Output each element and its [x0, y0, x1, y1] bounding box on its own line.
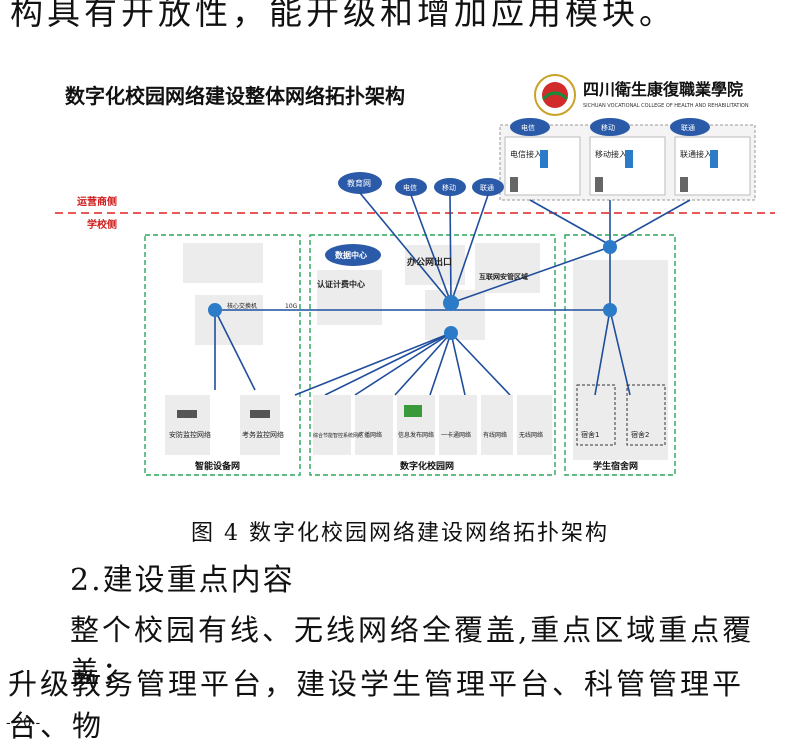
school-side-label: 学校侧	[87, 218, 117, 231]
dorm-zone	[564, 234, 676, 476]
switch-icon	[444, 326, 458, 340]
edu-net-cloud-icon	[338, 172, 382, 194]
camera-icon	[177, 410, 197, 418]
unicom-cloud-icon	[472, 178, 504, 196]
figure-caption: 图 4 数字化校园网络建设网络拓扑架构	[191, 521, 609, 546]
body-text-line: 整个校园有线、无线网络全覆盖,重点区域重点覆盖；	[70, 613, 755, 689]
telecom-label: 电信	[403, 183, 417, 192]
body-text-line: 升级教务管理平台，建设学生管理平台、科管管理平台、物	[8, 667, 745, 743]
server-icon	[595, 177, 603, 192]
edu-net-label: 教育网	[347, 178, 371, 188]
dorm1-label: 宿舍1	[581, 430, 599, 439]
telecom-access-label: 电信接入	[510, 149, 542, 159]
auth-center-label: 认证计费中心	[317, 279, 365, 289]
switch-icon	[603, 303, 617, 317]
mobile-cloud-icon	[434, 178, 466, 196]
server-icon	[510, 177, 518, 192]
office-exit-label: 办公网出口	[407, 256, 452, 268]
wired-net-label: 有线网络	[483, 431, 507, 439]
cloud-icon	[590, 118, 630, 136]
unicom-label: 联通	[480, 183, 494, 192]
data-center-cloud-icon	[325, 244, 381, 266]
server-icon	[680, 177, 688, 192]
unicom-cloud-label: 联通	[681, 123, 695, 132]
telecom-cloud-icon	[395, 178, 427, 196]
core-switch-label: 核心交换机	[227, 302, 257, 310]
smart-device-zone	[144, 234, 301, 476]
core-switch-icon	[443, 295, 459, 311]
attendance-net-label: 考务监控网络	[242, 430, 284, 439]
screen-icon	[404, 405, 422, 417]
operator-side-label: 运营商侧	[77, 195, 117, 208]
security-net-label: 安防监控网络	[169, 430, 211, 439]
network-links	[214, 192, 691, 396]
leaf-networks	[165, 395, 552, 455]
card-net-label: 一卡通网络	[441, 431, 471, 439]
device-icon	[710, 150, 718, 168]
mobile-label: 移动	[442, 183, 456, 192]
switch-icon	[208, 303, 222, 317]
unicom-access-label: 联通接入	[680, 149, 712, 159]
broadcast-net-label: 广播网络	[358, 431, 382, 439]
operator-access-panel: 电信 移动 联通 电信接入 移动接入 联通接入	[499, 118, 756, 201]
body-text-line: 构具有开放性，能开级和增加应用模块。	[10, 0, 676, 32]
logo-subtitle: SICHUAN VOCATIONAL COLLEGE OF HEALTH AND…	[583, 103, 749, 109]
camera-icon	[250, 410, 270, 418]
smart-net-label: 智能设备网	[195, 460, 240, 472]
section-heading: 2.建设重点内容	[70, 563, 295, 598]
internet-zone-label: 互联网安管区域	[479, 272, 528, 281]
mobile-cloud-label: 移动	[601, 123, 615, 132]
device-icon	[625, 150, 633, 168]
energy-net-label: 综合节能智控系统网络	[313, 432, 363, 439]
figure-title: 数字化校园网络建设整体网络拓扑架构	[65, 84, 405, 108]
link-10g-label: 10G	[285, 303, 298, 310]
cloud-icon	[670, 118, 710, 136]
telecom-cloud-label: 电信	[521, 123, 535, 132]
dorm-net-label: 学生宿舍网	[593, 460, 638, 472]
cloud-icon	[510, 118, 550, 136]
data-center-label: 数据中心	[335, 250, 367, 260]
campus-net-label: 数字化校园网	[400, 460, 454, 472]
mobile-access-label: 移动接入	[595, 149, 627, 159]
page-number: - 20 -	[6, 716, 41, 731]
wireless-net-label: 无线网络	[519, 431, 543, 439]
network-topology-figure: 数字化校园网络建设整体网络拓扑架构 四川衛生康復職業學院 SICHUAN VOC…	[55, 74, 775, 476]
campus-zone	[309, 234, 556, 476]
info-net-label: 信息发布网络	[398, 431, 434, 439]
device-icon	[540, 150, 548, 168]
dorm2-label: 宿舍2	[631, 430, 649, 439]
college-logo: 四川衛生康復職業學院 SICHUAN VOCATIONAL COLLEGE OF…	[534, 74, 749, 116]
logo-name: 四川衛生康復職業學院	[583, 80, 743, 99]
router-icon	[603, 240, 617, 254]
